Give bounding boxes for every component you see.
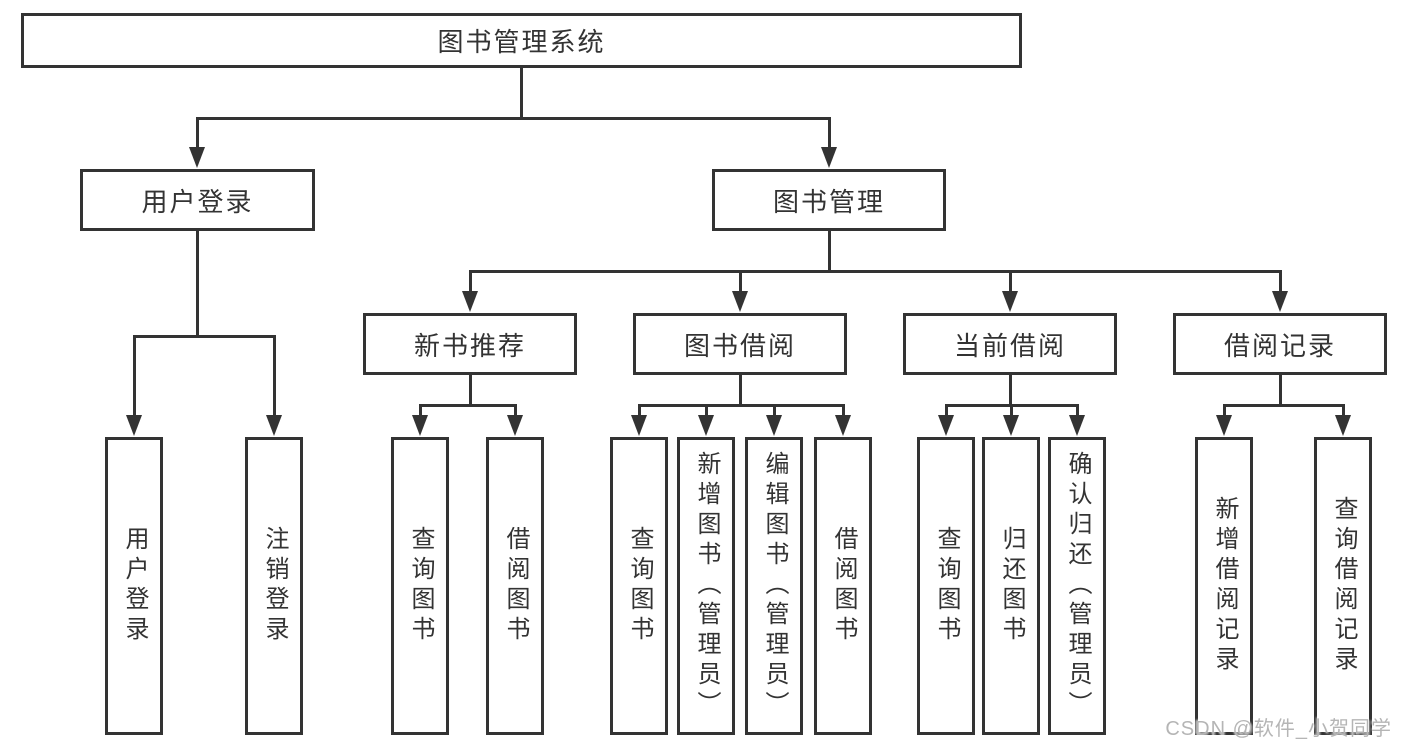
arrowhead-icon [938, 415, 954, 436]
node-new-book-recommend: 新书推荐 [363, 313, 577, 375]
leaf-cb-query-books: 查询图书 [917, 437, 975, 735]
connector-vline [272, 336, 276, 420]
node-book-borrowing: 图书借阅 [633, 313, 847, 375]
connector-hline [468, 269, 1282, 273]
arrowhead-icon [1003, 415, 1019, 436]
node-book-management: 图书管理 [712, 169, 946, 231]
node-current-borrowing: 当前借阅 [903, 313, 1117, 375]
arrowhead-icon [631, 415, 647, 436]
arrowhead-icon [698, 415, 714, 436]
arrowhead-icon [835, 415, 851, 436]
connector-vline [1008, 271, 1012, 296]
arrowhead-icon [266, 415, 282, 436]
leaf-label: 新增借阅记录 [1211, 496, 1238, 676]
connector-vline [468, 375, 472, 406]
leaf-cb-return-books: 归还图书 [982, 437, 1040, 735]
arrowhead-icon [126, 415, 142, 436]
leaf-label: 借阅图书 [502, 526, 529, 646]
leaf-label: 查询图书 [626, 526, 653, 646]
connector-hline [418, 403, 517, 407]
connector-hline [1222, 403, 1345, 407]
arrowhead-icon [766, 415, 782, 436]
arrowhead-icon [507, 415, 523, 436]
leaf-bb-edit-books-admin: 编辑图书（管理员） [745, 437, 803, 735]
connector-vline [827, 118, 831, 152]
csdn-watermark: CSDN @软件_小贺同学 [1165, 718, 1392, 740]
connector-vline [704, 405, 708, 421]
connector-vline [1009, 405, 1013, 421]
node-user-login: 用户登录 [80, 169, 315, 231]
leaf-label: 查询借阅记录 [1330, 496, 1357, 676]
leaf-label: 查询图书 [407, 526, 434, 646]
connector-vline [1222, 405, 1226, 421]
connector-vline [738, 271, 742, 296]
connector-hline [637, 403, 845, 407]
leaf-label: 用户登录 [121, 526, 148, 646]
connector-vline [1341, 405, 1345, 421]
connector-vline [468, 271, 472, 296]
arrowhead-icon [1272, 291, 1288, 312]
connector-vline [519, 68, 523, 118]
connector-vline [195, 118, 199, 152]
connector-vline [418, 405, 422, 421]
connector-vline [1278, 271, 1282, 296]
arrowhead-icon [821, 147, 837, 168]
arrowhead-icon [462, 291, 478, 312]
leaf-bb-query-books: 查询图书 [610, 437, 668, 735]
connector-vline [513, 405, 517, 421]
arrowhead-icon [412, 415, 428, 436]
leaf-br-query-record: 查询借阅记录 [1314, 437, 1372, 735]
leaf-label: 编辑图书（管理员） [761, 451, 788, 721]
connector-vline [195, 231, 199, 337]
arrowhead-icon [1069, 415, 1085, 436]
connector-hline [195, 116, 831, 120]
arrowhead-icon [1002, 291, 1018, 312]
leaf-rec-query-books: 查询图书 [391, 437, 449, 735]
leaf-user-login: 用户登录 [105, 437, 163, 735]
leaf-bb-borrow-books: 借阅图书 [814, 437, 872, 735]
leaf-label: 确认归还（管理员） [1064, 451, 1091, 721]
connector-vline [1008, 375, 1012, 406]
connector-hline [132, 334, 276, 338]
leaf-cb-confirm-return-admin: 确认归还（管理员） [1048, 437, 1106, 735]
leaf-logout: 注销登录 [245, 437, 303, 735]
connector-vline [738, 375, 742, 406]
connector-vline [637, 405, 641, 421]
connector-vline [841, 405, 845, 421]
leaf-label: 注销登录 [261, 526, 288, 646]
connector-hline [944, 403, 1079, 407]
connector-vline [772, 405, 776, 421]
arrowhead-icon [1216, 415, 1232, 436]
leaf-label: 归还图书 [998, 526, 1025, 646]
connector-vline [827, 231, 831, 272]
connector-vline [1278, 375, 1282, 406]
connector-vline [132, 336, 136, 420]
connector-vline [944, 405, 948, 421]
node-borrowing-records: 借阅记录 [1173, 313, 1387, 375]
connector-vline [1075, 405, 1079, 421]
leaf-rec-borrow-books: 借阅图书 [486, 437, 544, 735]
leaf-bb-add-books-admin: 新增图书（管理员） [677, 437, 735, 735]
leaf-label: 查询图书 [933, 526, 960, 646]
arrowhead-icon [732, 291, 748, 312]
arrowhead-icon [1335, 415, 1351, 436]
leaf-br-add-record: 新增借阅记录 [1195, 437, 1253, 735]
node-library-system: 图书管理系统 [21, 13, 1022, 68]
leaf-label: 新增图书（管理员） [693, 451, 720, 721]
leaf-label: 借阅图书 [830, 526, 857, 646]
arrowhead-icon [189, 147, 205, 168]
